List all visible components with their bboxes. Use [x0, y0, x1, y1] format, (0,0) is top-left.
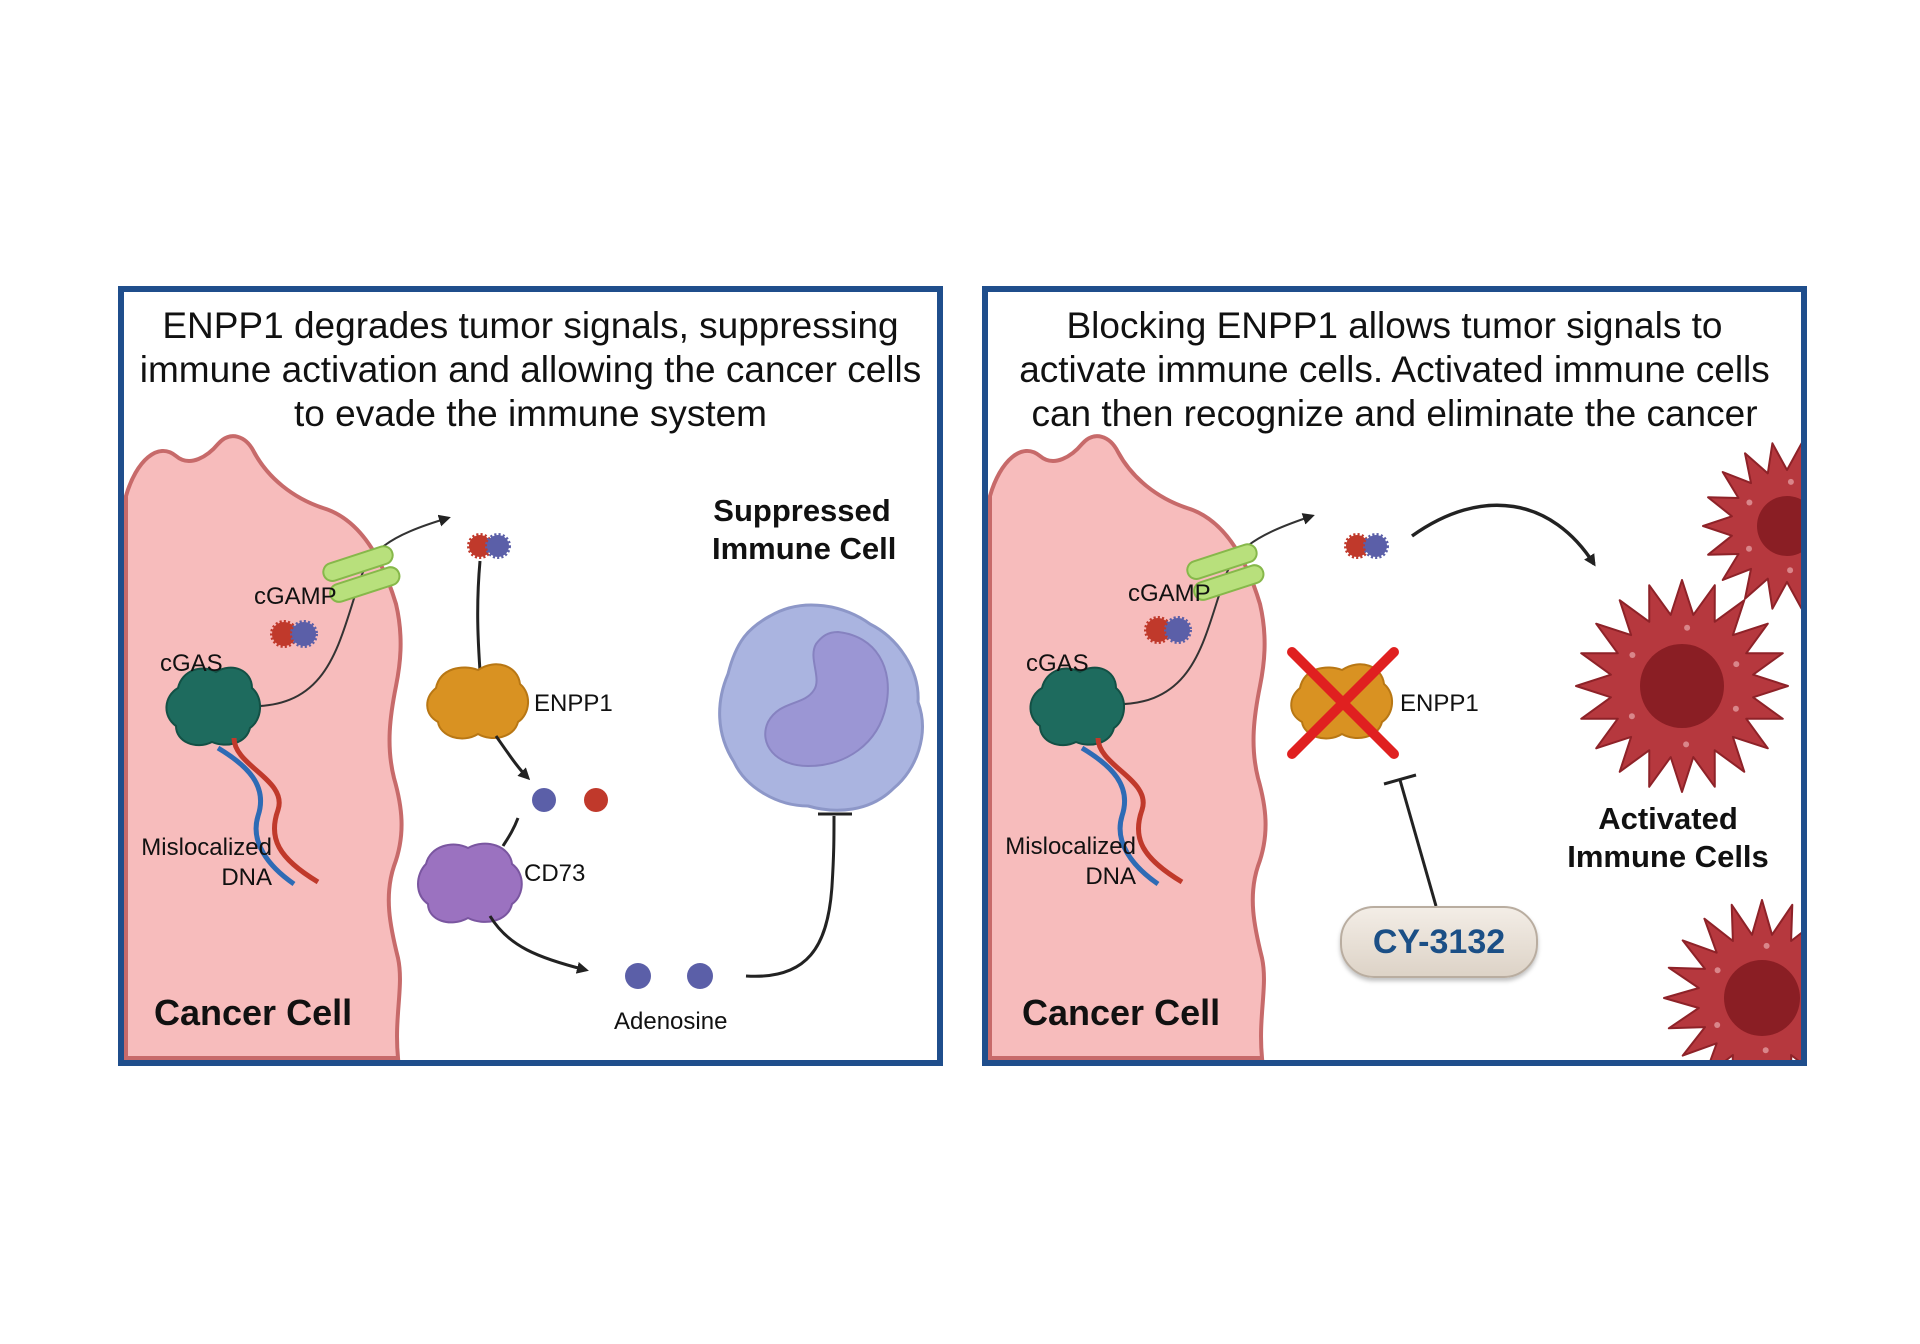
- channel-icon: [1186, 543, 1265, 601]
- immune-cell-granule: [1683, 741, 1690, 748]
- cgamp-label: cGAMP: [254, 583, 337, 610]
- immune-cell-granule: [1746, 499, 1753, 506]
- dna-helix-icon: [1080, 737, 1184, 887]
- panel-title: ENPP1 degrades tumor signals, suppressin…: [139, 305, 922, 434]
- cgas-label: cGAS: [1026, 650, 1089, 677]
- immune-cell-granule: [1787, 478, 1794, 485]
- left-panel: ENPP1 degrades tumor signals, suppressin…: [118, 286, 943, 1066]
- cancer-cell-body: [988, 434, 1268, 1060]
- immune-cell-granule: [1763, 942, 1770, 949]
- panel-frame: [118, 286, 943, 1066]
- cgamp-molecule-icon: [1344, 533, 1389, 559]
- immune-cell-nucleus: [1724, 960, 1800, 1036]
- panel-frame: [982, 286, 1807, 1066]
- block-x-icon: [1287, 647, 1399, 759]
- cgamp-molecule-icon: [270, 620, 318, 648]
- immune-cell-nucleus: [1757, 496, 1801, 556]
- activated-immune-line2: Immune Cells: [1567, 839, 1769, 874]
- immune-cell-granule: [1714, 967, 1721, 974]
- suppressed-immune-line2: Immune Cell: [712, 531, 897, 566]
- right-panel-drawing: [982, 286, 1807, 1066]
- enpp1-protein-icon: [426, 663, 529, 740]
- cgas-label: cGAS: [160, 650, 223, 677]
- dna-label-line1: Mislocalized: [1005, 833, 1136, 860]
- cgas-protein-icon: [165, 666, 261, 747]
- immune-cell-granule: [1787, 567, 1794, 574]
- adenosine-dot: [625, 963, 651, 989]
- activated-immune-line1: Activated: [1598, 801, 1738, 836]
- cgas-protein-icon: [1029, 666, 1125, 747]
- channel-icon: [322, 545, 401, 603]
- immune-cell-granule: [1629, 652, 1636, 658]
- dna-helix-icon: [216, 737, 320, 887]
- dna-label-line1: Mislocalized: [141, 834, 272, 861]
- cancer-cell-body: [124, 434, 404, 1060]
- immune-cell-granule: [1714, 1022, 1721, 1028]
- suppressed-immune-cell-label: Suppressed Immune Cell: [712, 492, 897, 568]
- cancer-cell-label: Cancer Cell: [1022, 992, 1221, 1033]
- enpp1-label: ENPP1: [1400, 690, 1479, 717]
- cleaved-product-red: [584, 788, 608, 812]
- enpp1-label: ENPP1: [534, 690, 613, 717]
- activated-immune-cells-label: Activated Immune Cells: [1558, 800, 1778, 876]
- cy-3132-drug-pill: CY-3132: [1340, 906, 1538, 978]
- left-panel-drawing: [118, 286, 943, 1066]
- activated-immune-cell-icon: [1702, 442, 1801, 610]
- immune-cell-granule: [1732, 705, 1739, 712]
- immune-cell-granule: [1684, 624, 1691, 631]
- cd73-protein-icon: [417, 842, 523, 924]
- dna-label-line2: DNA: [221, 864, 272, 891]
- panel-title: Blocking ENPP1 allows tumor signals to a…: [1019, 305, 1770, 434]
- immune-cell-granule: [1733, 661, 1740, 668]
- cancer-cell-label: Cancer Cell: [154, 992, 353, 1033]
- cgamp-molecule-icon: [1144, 616, 1192, 644]
- suppressed-immune-line1: Suppressed: [713, 493, 891, 528]
- adenosine-label: Adenosine: [614, 1008, 728, 1035]
- cleaved-product-blue: [532, 788, 556, 812]
- activated-immune-cells: [1575, 442, 1801, 1060]
- right-panel: Blocking ENPP1 allows tumor signals to a…: [982, 286, 1807, 1066]
- immune-cell-granule: [1628, 713, 1635, 720]
- immune-cell-icon: [718, 603, 924, 812]
- immune-cell-granule: [1762, 1047, 1769, 1054]
- cd73-label: CD73: [524, 860, 586, 887]
- dna-label: Mislocalized DNA: [130, 833, 272, 893]
- immune-cell-nucleus: [1640, 644, 1724, 728]
- cgamp-label: cGAMP: [1128, 580, 1211, 607]
- dna-label-line2: DNA: [1085, 863, 1136, 890]
- dna-label: Mislocalized DNA: [994, 832, 1136, 892]
- immune-cell-granule: [1746, 545, 1752, 552]
- adenosine-dot: [687, 963, 713, 989]
- cgamp-molecule-icon: [467, 533, 511, 559]
